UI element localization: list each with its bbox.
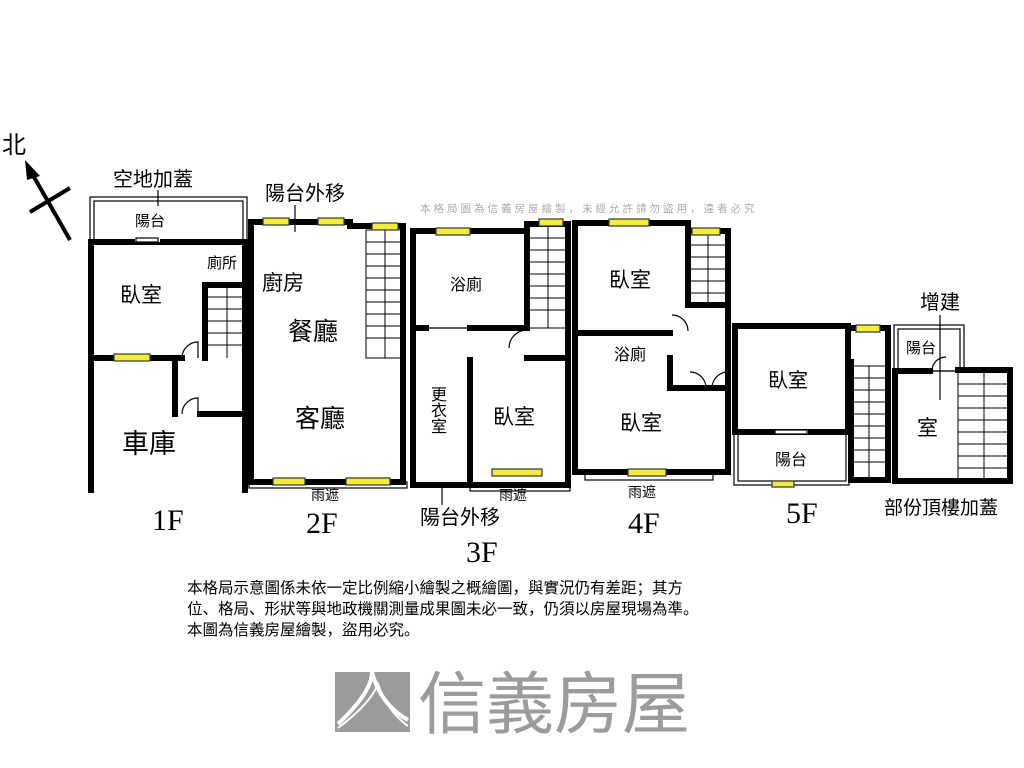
canopy: 雨遮: [499, 488, 527, 504]
room-garage: 車庫: [122, 429, 176, 460]
north-arrow-icon: [25, 160, 72, 241]
floor-5f: 臥室 陽台 5F: [732, 323, 891, 530]
room-bedroom: 臥室: [620, 411, 662, 435]
floor-2f: 陽台外移 廚房 餐廳 客廳 雨遮 2F: [248, 181, 408, 540]
floor-roof: 增建 陽台 室 部份頂樓加蓋: [884, 290, 1013, 519]
watermark-text: 本格局圖為信義房屋繪製，未經允許請勿盜用，違者必究: [420, 202, 758, 215]
window: [113, 353, 151, 362]
floor-label: 5F: [786, 497, 818, 530]
room-balcony: 陽台: [135, 212, 165, 230]
room-bedroom: 臥室: [493, 405, 535, 429]
annotation: 陽台外移: [265, 181, 345, 205]
window: [262, 217, 290, 226]
floor-label: 3F: [466, 536, 498, 569]
canopy: 雨遮: [311, 488, 339, 504]
room-kitchen: 廚房: [262, 271, 304, 295]
room-balcony: 陽台: [775, 450, 807, 469]
canopy: 雨遮: [628, 485, 656, 501]
floor-label: 4F: [628, 507, 660, 540]
window: [538, 218, 564, 227]
floor-label: 1F: [152, 504, 184, 537]
disclaimer-line: 位、格局、形狀等與地政機關測量成果圖未必一致，仍須以房屋現場為準。: [187, 600, 699, 618]
watermark: 信義房屋 本格局圖為信義房屋繪製，未經允許請勿盜用，違者必究: [335, 202, 758, 745]
room-bedroom: 臥室: [768, 368, 808, 392]
window: [627, 468, 667, 477]
window: [691, 227, 721, 236]
disclaimer-line: 本圖為信義房屋繪製，盜用必究。: [187, 621, 420, 639]
room: 室: [917, 416, 938, 440]
floor-4f: 臥室 浴廁 臥室 雨遮 4F: [572, 218, 731, 540]
window: [345, 477, 391, 486]
window: [491, 468, 543, 477]
disclaimer: 本格局示意圖係未依一定比例縮小繪製之概繪圖，與實況仍有差距；其方 位、格局、形狀…: [187, 578, 699, 641]
window: [855, 324, 881, 333]
window: [272, 477, 306, 486]
floor-1f: 陽台 空地加蓋 廁所 臥室 車庫 1F: [88, 167, 248, 537]
annotation: 增建: [920, 290, 960, 314]
annotation: 空地加蓋: [113, 167, 193, 191]
room-toilet: 廁所: [207, 254, 237, 272]
floor-label: 2F: [306, 507, 338, 540]
room-bath: 浴廁: [614, 345, 646, 364]
window: [771, 480, 795, 488]
disclaimer-line: 本格局示意圖係未依一定比例縮小繪製之概繪圖，與實況仍有差距；其方: [187, 579, 684, 597]
room-living: 客廳: [295, 404, 345, 433]
watermark-brand: 信義房屋: [418, 666, 690, 745]
window: [435, 227, 471, 236]
floor-3f: 浴廁 臥室 雨遮 陽台外移 3F: [410, 218, 571, 569]
room-dining: 餐廳: [288, 317, 338, 346]
room-closet: 更衣室: [428, 386, 447, 434]
floor-label: 部份頂樓加蓋: [884, 497, 998, 519]
room-bedroom: 臥室: [120, 283, 162, 307]
brand-logo: [335, 671, 410, 732]
window: [608, 218, 650, 227]
room-bath: 浴廁: [450, 275, 482, 294]
room-balcony: 陽台: [906, 339, 936, 357]
north-label: 北: [2, 131, 26, 159]
window: [317, 217, 345, 226]
window: [371, 222, 399, 231]
room-bedroom: 臥室: [609, 268, 651, 292]
annotation: 陽台外移: [420, 505, 500, 529]
